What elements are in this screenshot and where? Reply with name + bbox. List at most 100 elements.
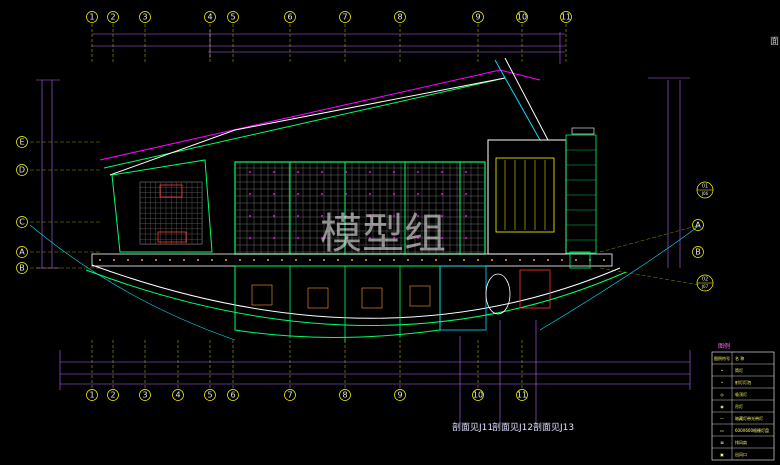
grid-bubble-label: 10 — [517, 13, 527, 22]
grid-bubble-right-B: B — [692, 246, 704, 258]
grid-bubble-top-10: 10 — [516, 11, 528, 23]
grid-bubble-top-8: 8 — [394, 11, 406, 23]
grid-bubble-top-7: 7 — [339, 11, 351, 23]
grid-bubble-label: J07 — [701, 284, 709, 289]
building-outline — [85, 57, 627, 326]
legend-label: 600X600格栅灯盘 — [735, 427, 769, 433]
grid-bubble-bottom-7: 7 — [284, 389, 296, 401]
bottom-dimension-lines — [59, 350, 691, 390]
grid-bubble-top-11: 11 — [560, 11, 572, 23]
legend-symbol: ⊠ — [720, 440, 723, 445]
grid-bubble-label: 3 — [142, 391, 147, 400]
legend-symbol: ▣ — [720, 452, 724, 457]
curve-guides — [29, 224, 701, 341]
grid-bubble-label: 2 — [110, 13, 115, 22]
grid-bubble-left-D: D — [16, 164, 28, 176]
grid-bubble-bottom-6: 6 — [227, 389, 239, 401]
grid-bubble-label: A — [19, 248, 25, 257]
grid-bubble-label: 7 — [342, 13, 347, 22]
bottom-grid-axis: 1 2 3 4 5 6 7 8 9 10 11 — [86, 340, 528, 401]
grid-bubble-label: 1 — [89, 13, 94, 22]
legend-label: 出风口 — [735, 451, 747, 457]
grid-bubble-right-A: A — [692, 219, 704, 231]
legend-label: 筒灯 — [735, 367, 743, 373]
watermark: 模型组 — [320, 209, 446, 258]
grid-axis-lines — [30, 141, 701, 286]
grid-bubble-top-5: 5 — [227, 11, 239, 23]
grid-bubble-label: B — [19, 264, 25, 273]
main-hall — [234, 161, 486, 255]
grid-bubble-label: 9 — [397, 391, 402, 400]
left-room — [111, 159, 213, 253]
grid-bubble-bottom-4: 4 — [172, 389, 184, 401]
grid-bubble-label: 11 — [517, 391, 527, 400]
right-dimension-lines — [648, 77, 690, 268]
legend-symbol: ▭ — [720, 428, 724, 433]
grid-bubble-label: 3 — [142, 13, 147, 22]
section-label-j13: 剖面见J13 — [533, 421, 574, 433]
section-markers — [459, 320, 537, 425]
grid-bubble-bottom-11: 11 — [516, 389, 528, 401]
lower-rooms — [234, 251, 591, 342]
grid-bubble-top-4: 4 — [204, 11, 216, 23]
grid-bubble-label: 10 — [473, 391, 483, 400]
grid-bubble-left-E: E — [16, 136, 28, 148]
grid-bubble-label: J06 — [701, 191, 709, 196]
section-label-j12: 剖面见J12 — [492, 421, 533, 433]
grid-bubble-label: 8 — [342, 391, 347, 400]
grid-bubble-label: 4 — [207, 13, 212, 22]
legend-symbol: — — [720, 416, 724, 421]
top-grid-axis: 1 2 3 4 5 6 7 8 9 10 11 — [86, 11, 572, 64]
legend-symbol: • — [721, 368, 723, 373]
legend-label: 暗藏灯带光带灯 — [735, 415, 763, 421]
legend-label: 吊灯 — [735, 403, 743, 409]
grid-bubble-top-1: 1 — [86, 11, 98, 23]
grid-bubble-top-9: 9 — [472, 11, 484, 23]
grid-bubble-label: 2 — [110, 391, 115, 400]
grid-bubble-label: E — [19, 138, 24, 147]
grid-bubble-bottom-2: 2 — [107, 389, 119, 401]
legend-symbol: 图例符号 — [714, 355, 730, 361]
grid-bubble-label: 6 — [230, 391, 235, 400]
grid-bubble-label: 6 — [287, 13, 292, 22]
right-edge-char: 面 — [770, 36, 779, 47]
grid-bubble-label: 01 — [702, 184, 708, 190]
grid-bubble-top-2: 2 — [107, 11, 119, 23]
legend-symbol: • — [721, 380, 723, 385]
grid-bubble-bottom-3: 3 — [139, 389, 151, 401]
grid-bubble-bottom-10: 10 — [472, 389, 484, 401]
grid-bubble-left-A: A — [16, 246, 28, 258]
legend-label: 吸顶灯 — [735, 391, 747, 397]
grid-bubble-label: 1 — [89, 391, 94, 400]
grid-bubble-label: 5 — [207, 391, 212, 400]
grid-bubble-label: 5 — [230, 13, 235, 22]
legend-symbol: ◎ — [720, 392, 724, 397]
grid-bubble-bottom-5: 5 — [204, 389, 216, 401]
legend-label: 排风扇 — [735, 439, 747, 445]
grid-bubble-left-C: C — [16, 216, 28, 228]
grid-bubble-label: C — [19, 218, 25, 227]
top-dimension-lines — [92, 30, 565, 64]
grid-bubble-top-6: 6 — [284, 11, 296, 23]
legend-title: 图例 — [718, 342, 730, 350]
legend-label: 射灯灯泡 — [735, 379, 751, 385]
grid-bubble-label: 11 — [561, 13, 571, 22]
grid-bubble-bottom-9: 9 — [394, 389, 406, 401]
grid-bubble-label: A — [695, 221, 701, 230]
grid-bubble-label: 8 — [397, 13, 402, 22]
grid-bubble-label: D — [19, 166, 25, 175]
section-label-j11: 剖面见J11 — [452, 421, 493, 433]
grid-bubble-bottom-1: 1 — [86, 389, 98, 401]
grid-bubble-top-3: 3 — [139, 11, 151, 23]
grid-bubble-left-B: B — [16, 262, 28, 274]
grid-bubble-bottom-8: 8 — [339, 389, 351, 401]
grid-bubble-label: B — [695, 248, 701, 257]
legend: 图例 图例符号名 称•筒灯•射灯灯泡◎吸顶灯◉吊灯—暗藏灯带光带灯▭600X60… — [711, 342, 775, 461]
left-grid-axis: E D C AB — [16, 136, 28, 274]
grid-bubble-label: 02 — [702, 277, 708, 283]
